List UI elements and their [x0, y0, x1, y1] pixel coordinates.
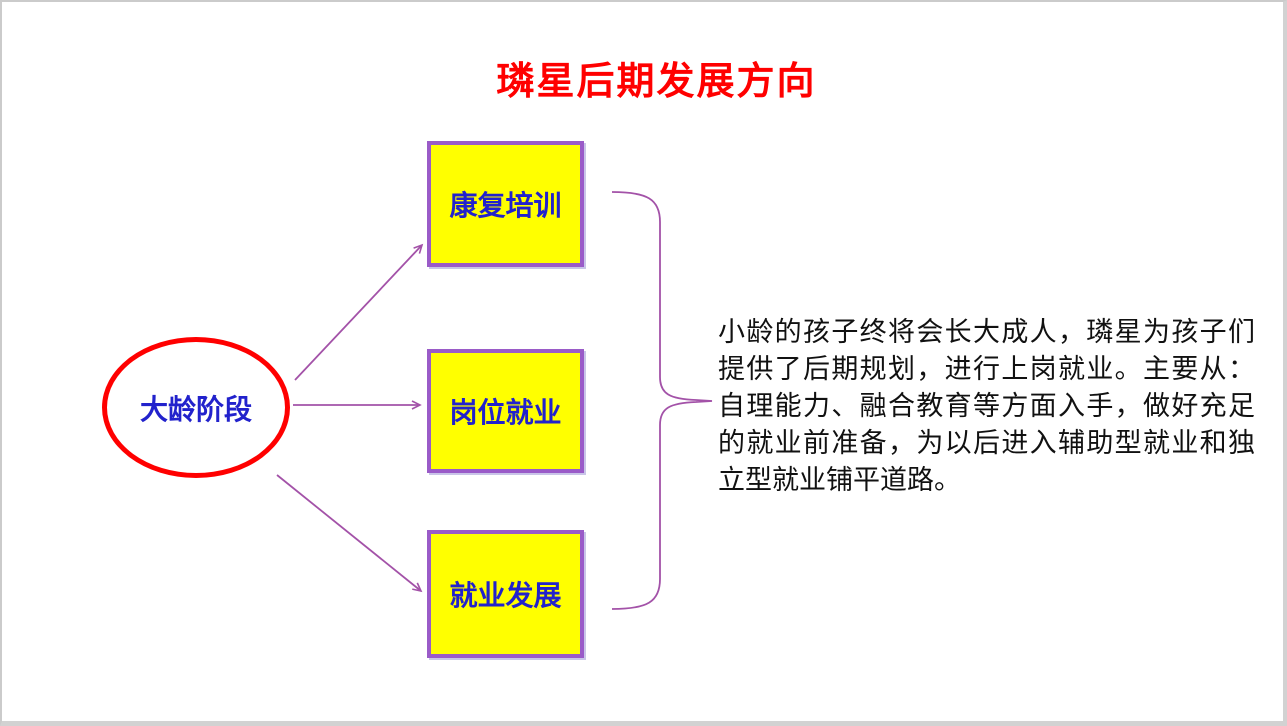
- branch-node-label: 康复培训: [449, 190, 562, 221]
- branch-node-job-placement: 岗位就业: [427, 349, 584, 473]
- branch-node-rehab-training: 康复培训: [427, 141, 584, 267]
- branch-node-employment-development: 就业发展: [427, 530, 584, 658]
- connector-arrow-top: [294, 243, 424, 381]
- source-node-label: 大龄阶段: [139, 393, 252, 425]
- description-paragraph: 小龄的孩子终将会长大成人，璘星为孩子们提供了后期规划，进行上岗就业。主要从：自理…: [718, 317, 1255, 495]
- right-curly-brace: [611, 191, 713, 610]
- connector-arrow-bottom: [276, 474, 423, 593]
- source-node-ellipse: 大龄阶段: [102, 337, 290, 478]
- slide-title: 璘星后期发展方向: [496, 61, 817, 103]
- branch-node-label: 就业发展: [449, 580, 562, 611]
- branch-node-label: 岗位就业: [449, 397, 562, 428]
